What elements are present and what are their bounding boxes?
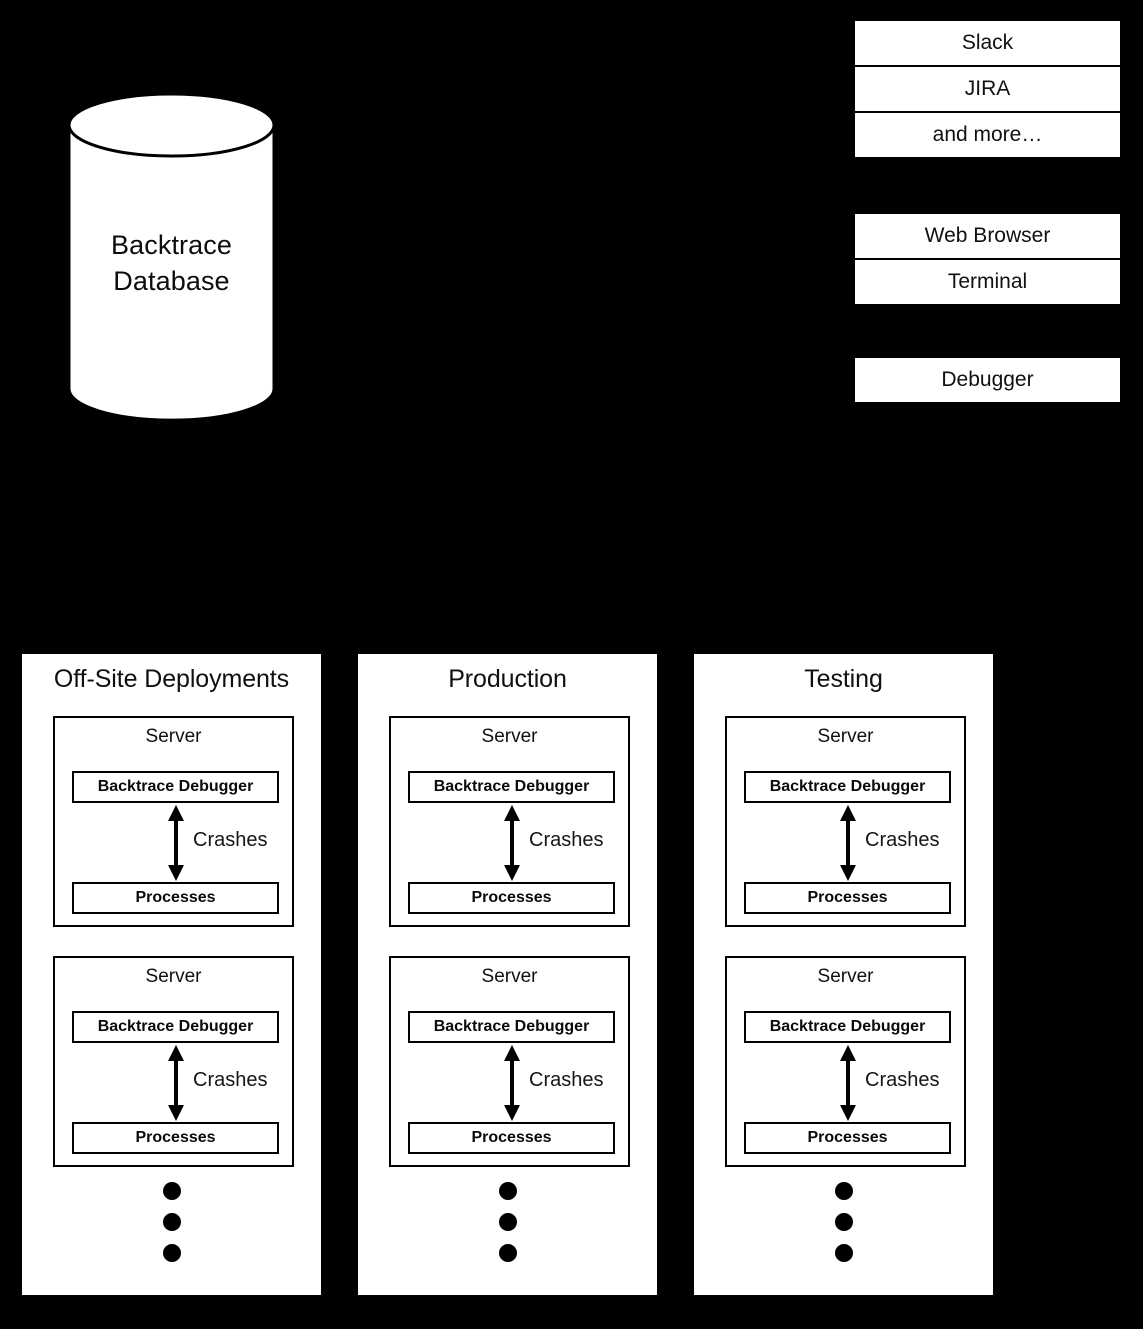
server-title: Server [817, 966, 874, 987]
environment-panel-off-site-deployments[interactable]: Off-Site Deployments Server Backtrace De… [20, 652, 323, 1297]
integrations-group: Slack JIRA and more… [853, 19, 1122, 159]
crashes-double-arrow-icon [167, 1045, 185, 1121]
tool-tile-debugger[interactable]: Debugger [853, 356, 1122, 404]
server-title: Server [145, 726, 202, 747]
ellipsis-dot [834, 1213, 853, 1231]
server-title: Server [817, 726, 874, 747]
processes-box[interactable]: Processes [72, 1122, 279, 1154]
backtrace-database-node[interactable]: Backtrace Database [66, 92, 277, 422]
integration-tile-slack[interactable]: Slack [853, 19, 1122, 67]
backtrace-debugger-box[interactable]: Backtrace Debugger [744, 771, 951, 803]
integration-tile-and-more[interactable]: and more… [853, 111, 1122, 159]
crashes-double-arrow-icon [839, 1045, 857, 1121]
backtrace-debugger-box[interactable]: Backtrace Debugger [72, 1011, 279, 1043]
database-label-line2: Database [113, 265, 230, 296]
database-label: Backtrace Database [66, 228, 277, 300]
server-node[interactable]: Server Backtrace Debugger Crashes Proces… [725, 956, 966, 1167]
vertical-ellipsis-icon [358, 1182, 657, 1262]
environment-title: Off-Site Deployments [53, 665, 290, 693]
processes-box[interactable]: Processes [408, 882, 615, 914]
processes-box[interactable]: Processes [744, 1122, 951, 1154]
server-node[interactable]: Server Backtrace Debugger Crashes Proces… [725, 716, 966, 927]
client-tile-terminal[interactable]: Terminal [853, 258, 1122, 306]
ellipsis-dot [162, 1182, 181, 1200]
server-title: Server [481, 726, 538, 747]
processes-box[interactable]: Processes [408, 1122, 615, 1154]
environment-panel-production[interactable]: Production Server Backtrace Debugger Cra… [356, 652, 659, 1297]
crashes-label: Crashes [193, 829, 268, 851]
backtrace-debugger-box[interactable]: Backtrace Debugger [744, 1011, 951, 1043]
backtrace-debugger-box[interactable]: Backtrace Debugger [408, 1011, 615, 1043]
crashes-label: Crashes [529, 829, 604, 851]
environment-title: Production [448, 665, 567, 693]
integration-tile-jira[interactable]: JIRA [853, 65, 1122, 113]
processes-box[interactable]: Processes [744, 882, 951, 914]
backtrace-debugger-box[interactable]: Backtrace Debugger [72, 771, 279, 803]
backtrace-debugger-box[interactable]: Backtrace Debugger [408, 771, 615, 803]
ellipsis-dot [834, 1182, 853, 1200]
server-node[interactable]: Server Backtrace Debugger Crashes Proces… [389, 716, 630, 927]
ellipsis-dot [834, 1244, 853, 1262]
ellipsis-dot [162, 1244, 181, 1262]
client-tile-web-browser[interactable]: Web Browser [853, 212, 1122, 260]
crashes-double-arrow-icon [503, 1045, 521, 1121]
crashes-label: Crashes [529, 1069, 604, 1091]
vertical-ellipsis-icon [22, 1182, 321, 1262]
ellipsis-dot [162, 1213, 181, 1231]
crashes-label: Crashes [865, 829, 940, 851]
server-node[interactable]: Server Backtrace Debugger Crashes Proces… [53, 956, 294, 1167]
server-title: Server [481, 966, 538, 987]
vertical-ellipsis-icon [694, 1182, 993, 1262]
crashes-label: Crashes [865, 1069, 940, 1091]
crashes-double-arrow-icon [839, 805, 857, 881]
ellipsis-dot [498, 1182, 517, 1200]
database-label-line1: Backtrace [111, 230, 232, 260]
environment-panel-testing[interactable]: Testing Server Backtrace Debugger Crashe… [692, 652, 995, 1297]
server-title: Server [145, 966, 202, 987]
crashes-label: Crashes [193, 1069, 268, 1091]
processes-box[interactable]: Processes [72, 882, 279, 914]
ellipsis-dot [498, 1213, 517, 1231]
server-node[interactable]: Server Backtrace Debugger Crashes Proces… [389, 956, 630, 1167]
tools-group: Debugger [853, 356, 1122, 404]
crashes-double-arrow-icon [167, 805, 185, 881]
crashes-double-arrow-icon [503, 805, 521, 881]
clients-group: Web Browser Terminal [853, 212, 1122, 306]
database-cylinder-icon [66, 92, 277, 422]
server-node[interactable]: Server Backtrace Debugger Crashes Proces… [53, 716, 294, 927]
environment-title: Testing [804, 665, 883, 693]
ellipsis-dot [498, 1244, 517, 1262]
